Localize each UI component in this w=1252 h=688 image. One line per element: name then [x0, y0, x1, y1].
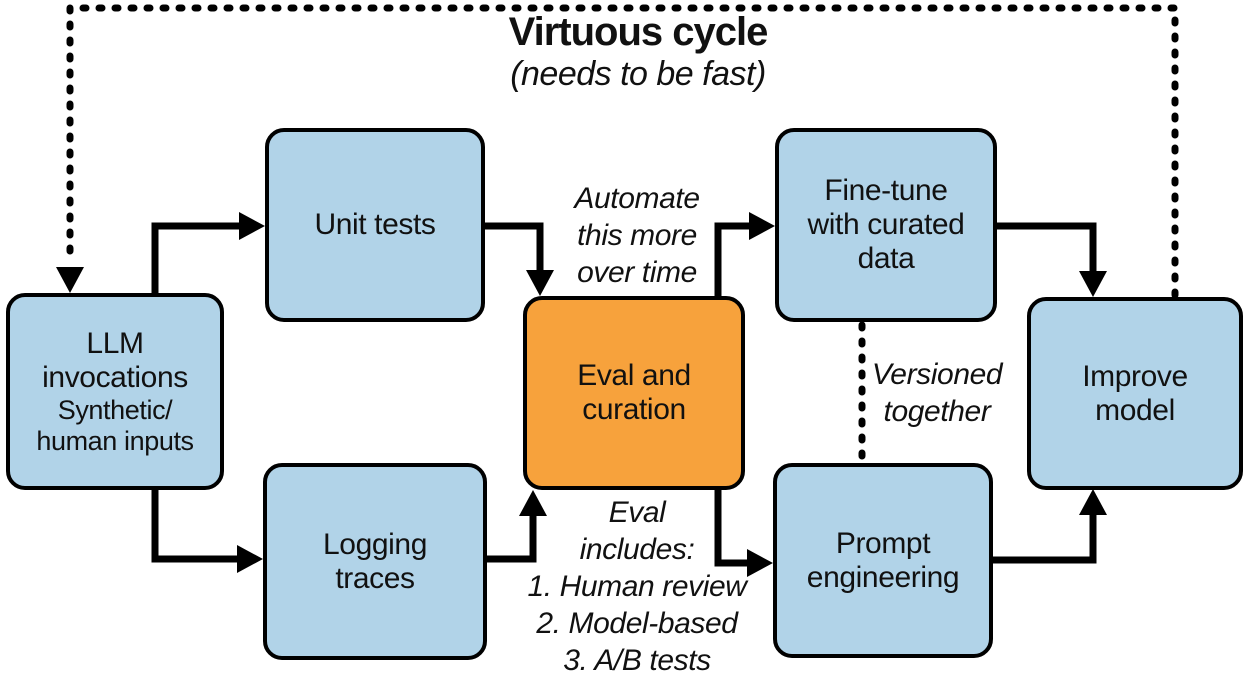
- node-llm-subline: Synthetic/: [57, 394, 173, 425]
- annotation-eval-includes-line: 2. Model-based: [536, 607, 738, 640]
- node-fine-tune: Fine-tune with curated data: [775, 128, 997, 322]
- annotation-versioned-line: Versioned: [871, 358, 1003, 391]
- edge-prompt-to-improve: [993, 513, 1097, 564]
- arrowhead-into-fine-tune: [749, 212, 775, 240]
- annotation-eval-includes-line: 1. Human review: [527, 570, 747, 603]
- node-prompt-engineering: Prompt engineering: [773, 463, 993, 658]
- node-llm-line: invocations: [42, 360, 188, 394]
- annotation-automate: Automate this more over time: [527, 180, 747, 291]
- node-prompt-line: Prompt: [835, 526, 931, 560]
- edge-unit-tests-to-eval: [485, 222, 544, 272]
- node-fine-tune-line: with curated: [807, 208, 965, 241]
- arrowhead-into-prompt: [747, 549, 773, 577]
- edge-llm-to-unit-tests: [151, 222, 240, 293]
- arrowhead-into-logging-traces: [237, 545, 263, 573]
- node-improve-line: model: [1095, 393, 1175, 427]
- diagram-title: Virtuous cycle: [508, 10, 769, 54]
- edge-eval-to-prompt: [714, 490, 748, 567]
- annotation-eval-includes-line: Eval: [608, 496, 666, 529]
- node-llm-invocations: LLM invocations Synthetic/ human inputs: [6, 293, 224, 490]
- edge-eval-to-fine-tune: [714, 222, 750, 296]
- annotation-eval-includes: Eval includes: 1. Human review 2. Model-…: [487, 494, 787, 679]
- node-fine-tune-line: Fine-tune: [824, 174, 948, 207]
- annotation-versioned-together: Versioned together: [857, 356, 1017, 430]
- edge-fine-tune-to-improve: [997, 222, 1097, 272]
- annotation-automate-line: over time: [577, 256, 697, 289]
- annotation-versioned-line: together: [883, 395, 991, 428]
- annotation-eval-includes-line: 3. A/B tests: [563, 644, 711, 677]
- node-unit-tests-label: Unit tests: [314, 208, 436, 241]
- node-logging-traces-line: Logging: [323, 527, 427, 561]
- edge-llm-to-logging-traces: [151, 490, 238, 563]
- node-fine-tune-line: data: [857, 242, 915, 275]
- annotation-automate-line: Automate: [574, 182, 700, 215]
- annotation-automate-line: this more: [577, 219, 697, 252]
- arrowhead-into-eval-bottom: [519, 490, 547, 516]
- node-improve-model: Improve model: [1027, 297, 1243, 490]
- node-llm-line: LLM: [86, 326, 144, 360]
- node-unit-tests: Unit tests: [265, 128, 485, 322]
- node-logging-traces: Logging traces: [263, 463, 487, 660]
- arrowhead-into-improve-top: [1079, 271, 1107, 297]
- node-prompt-line: engineering: [806, 560, 960, 594]
- node-eval-and-curation: Eval and curation: [523, 296, 745, 490]
- node-eval-line: curation: [582, 393, 686, 426]
- arrowhead-into-improve-bottom: [1079, 489, 1107, 515]
- node-llm-subline: human inputs: [36, 425, 194, 456]
- node-improve-line: Improve: [1082, 359, 1188, 393]
- diagram-title-block: Virtuous cycle (needs to be fast): [408, 10, 868, 94]
- virtuous-cycle-dotted-path: [66, 4, 1179, 299]
- arrowhead-into-unit-tests: [239, 212, 265, 240]
- node-logging-traces-line: traces: [335, 561, 415, 595]
- diagram-subtitle: (needs to be fast): [510, 55, 766, 93]
- node-eval-line: Eval and: [577, 359, 691, 392]
- arrowhead-into-eval-top: [526, 270, 554, 296]
- annotation-eval-includes-line: includes:: [579, 533, 695, 566]
- arrowhead-into-llm-dotted: [56, 267, 84, 293]
- edge-logging-traces-to-eval: [487, 513, 537, 563]
